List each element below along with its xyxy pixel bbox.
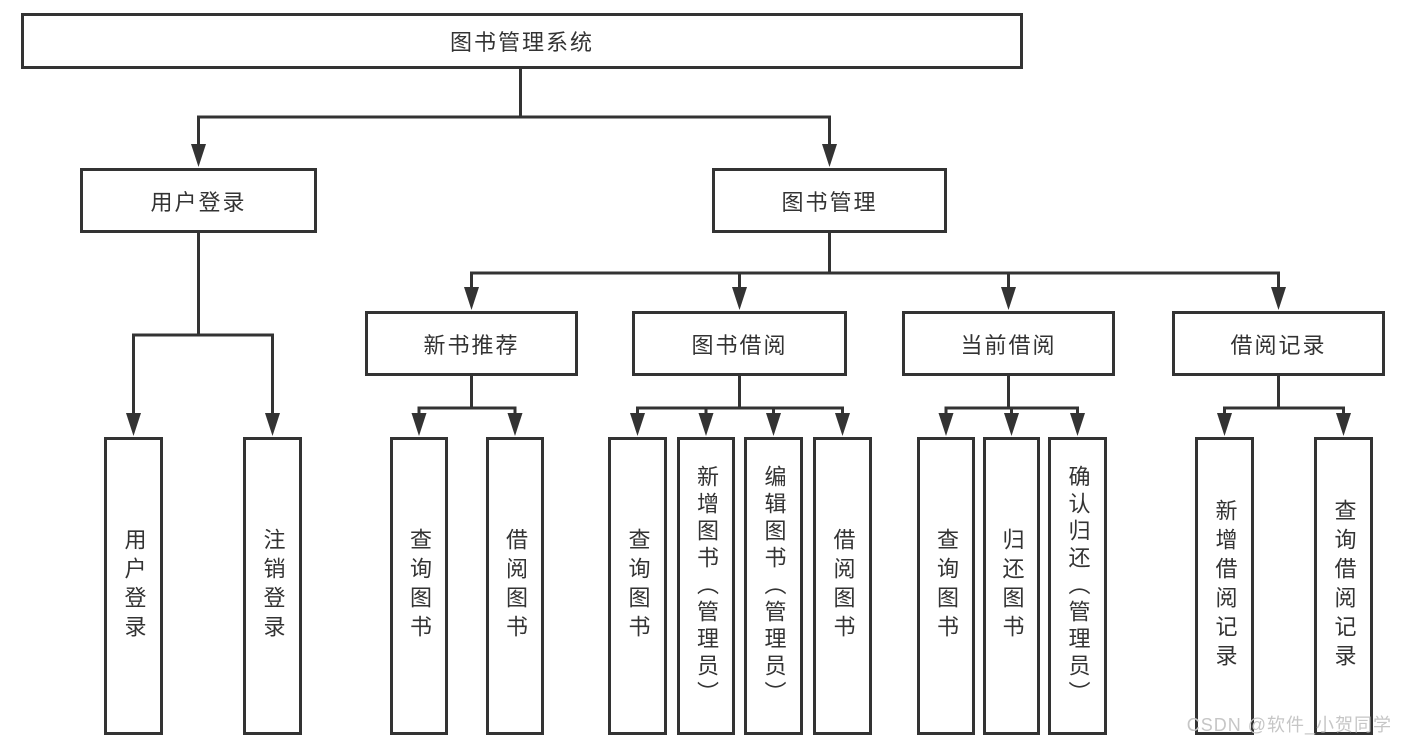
leaf-confirm-return-admin: 确认归还（管理员） <box>1048 437 1107 735</box>
node-library-system: 图书管理系统 <box>21 13 1023 69</box>
connector-userlogin-to-leaves <box>126 233 280 436</box>
leaf-label: 查询借阅记录 <box>1331 499 1357 673</box>
leaf-query-books-1: 查询图书 <box>390 437 448 735</box>
connector-newbook-to-leaves <box>411 376 523 436</box>
connector-bookmgmt-to-level3 <box>464 233 1286 310</box>
node-borrow-records: 借阅记录 <box>1172 311 1385 376</box>
node-book-management: 图书管理 <box>712 168 947 233</box>
leaf-label: 注销登录 <box>260 528 286 644</box>
leaf-borrow-books-1: 借阅图书 <box>486 437 544 735</box>
leaf-label: 确认归还（管理员） <box>1065 464 1091 708</box>
leaf-user-login: 用户登录 <box>104 437 163 735</box>
connector-currentborrow-to-leaves <box>938 376 1085 436</box>
node-new-book-recommend: 新书推荐 <box>365 311 578 376</box>
leaf-label: 查询图书 <box>625 528 651 644</box>
leaf-label: 借阅图书 <box>503 528 528 644</box>
leaf-return-books: 归还图书 <box>983 437 1040 735</box>
leaf-label: 借阅图书 <box>830 528 856 644</box>
leaf-edit-book-admin: 编辑图书（管理员） <box>744 437 803 735</box>
leaf-label: 新增借阅记录 <box>1212 499 1238 673</box>
leaf-logout: 注销登录 <box>243 437 302 735</box>
leaf-borrow-books-2: 借阅图书 <box>813 437 872 735</box>
leaf-label: 用户登录 <box>121 528 147 644</box>
connector-borrowrecords-to-leaves <box>1217 376 1351 436</box>
connector-bookborrow-to-leaves <box>630 376 850 436</box>
leaf-add-book-admin: 新增图书（管理员） <box>677 437 735 735</box>
leaf-query-books-3: 查询图书 <box>917 437 975 735</box>
leaf-label: 查询图书 <box>407 528 432 644</box>
leaf-label: 归还图书 <box>999 528 1025 644</box>
node-user-login: 用户登录 <box>80 168 317 233</box>
leaf-label: 编辑图书（管理员） <box>761 464 787 708</box>
watermark: CSDN @软件_小贺同学 <box>1186 715 1392 735</box>
node-book-borrow: 图书借阅 <box>632 311 847 376</box>
leaf-label: 新增图书（管理员） <box>694 464 719 708</box>
leaf-add-borrow-record: 新增借阅记录 <box>1195 437 1254 735</box>
connector-root-to-level2 <box>191 69 837 167</box>
leaf-label: 查询图书 <box>934 528 959 644</box>
leaf-query-books-2: 查询图书 <box>608 437 667 735</box>
leaf-query-borrow-record: 查询借阅记录 <box>1314 437 1373 735</box>
node-current-borrow: 当前借阅 <box>902 311 1115 376</box>
